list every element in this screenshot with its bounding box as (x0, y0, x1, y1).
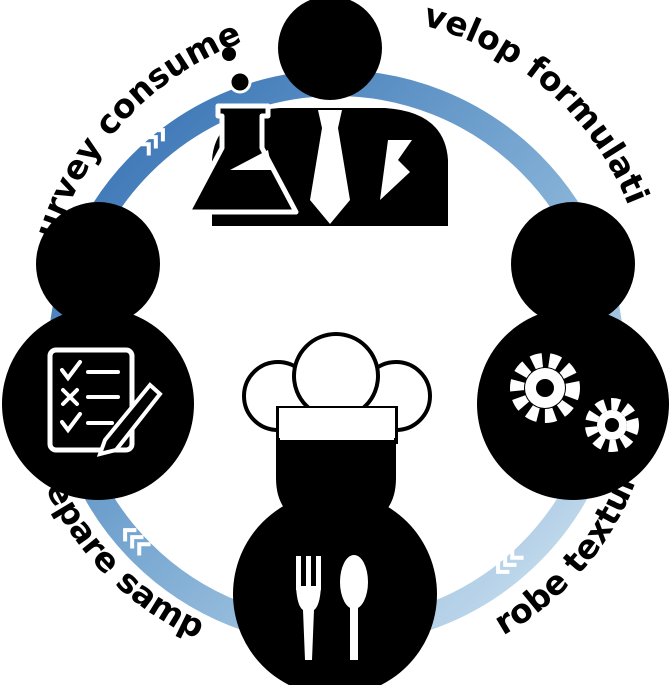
chevron-arrows (123, 114, 547, 574)
flask-icon (185, 47, 299, 215)
surveyor-figure (2, 202, 194, 500)
scientist-lapel (380, 140, 412, 200)
engineer-body (477, 308, 669, 500)
chef-body (233, 492, 437, 685)
checklist-icon (47, 347, 163, 457)
chevron-probe (496, 546, 524, 574)
chevron-survey (137, 128, 165, 156)
chef-hat-band (279, 408, 395, 438)
utensils-icon (296, 555, 368, 660)
scientist-head (278, 0, 382, 100)
surveyor-body (2, 308, 194, 500)
chef-figure (233, 332, 437, 685)
chef-head (276, 438, 396, 528)
gears-icon (510, 353, 639, 452)
engineer-head (511, 202, 635, 326)
chevron-prepare (123, 528, 151, 556)
engineer-figure (477, 202, 669, 500)
surveyor-head (36, 202, 160, 326)
scientist-figure (185, 0, 448, 226)
chevron-develop (519, 114, 547, 142)
scientist-tie (310, 110, 350, 224)
